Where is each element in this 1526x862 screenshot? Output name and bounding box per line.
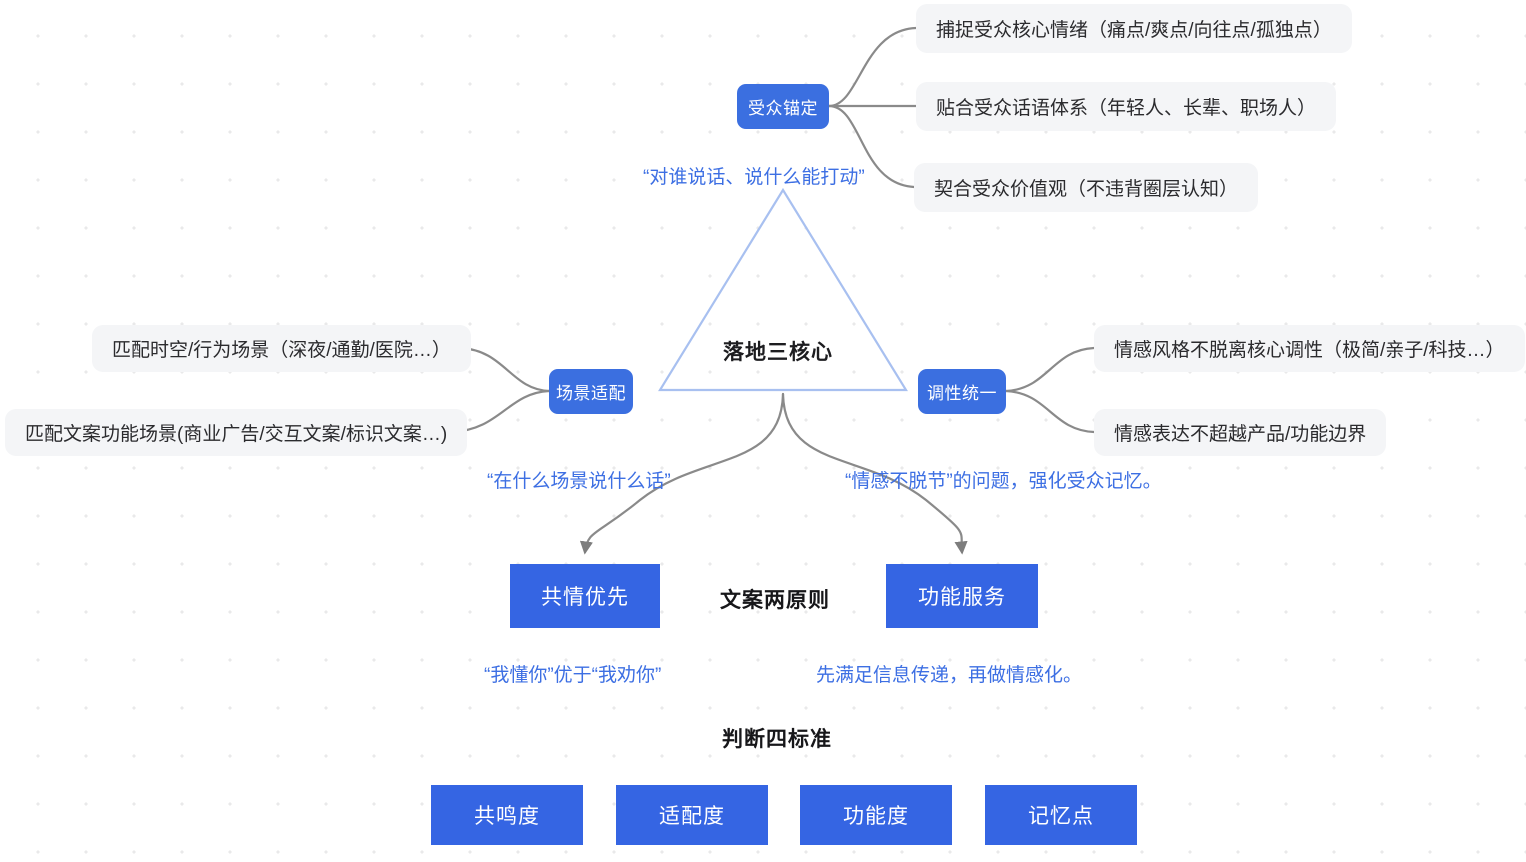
card-tone-1[interactable]: 情感风格不脱离核心调性（极简/亲子/科技…） bbox=[1094, 325, 1525, 372]
principle-box-empathy[interactable]: 共情优先 bbox=[510, 564, 660, 628]
card-scene-1[interactable]: 匹配时空/行为场景（深夜/通勤/医院…） bbox=[92, 325, 471, 372]
node-audience[interactable]: 受众锚定 bbox=[737, 84, 829, 129]
note-audience: “对谁说话、说什么能打动” bbox=[643, 167, 865, 188]
principles-heading: 文案两原则 bbox=[720, 589, 830, 612]
node-scene[interactable]: 场景适配 bbox=[549, 369, 633, 414]
note-scene: “在什么场景说什么话” bbox=[487, 471, 671, 492]
triangle-center-label: 落地三核心 bbox=[723, 341, 833, 364]
card-audience-3[interactable]: 契合受众价值观（不违背圈层认知） bbox=[914, 163, 1259, 212]
node-tone[interactable]: 调性统一 bbox=[918, 369, 1006, 414]
criteria-box-1[interactable]: 共鸣度 bbox=[431, 785, 583, 845]
criteria-box-3[interactable]: 功能度 bbox=[800, 785, 952, 845]
card-audience-1[interactable]: 捕捉受众核心情绪（痛点/爽点/向往点/孤独点） bbox=[916, 4, 1352, 53]
card-tone-2[interactable]: 情感表达不超越产品/功能边界 bbox=[1094, 409, 1387, 456]
criteria-box-2[interactable]: 适配度 bbox=[616, 785, 768, 845]
principle-box-function[interactable]: 功能服务 bbox=[886, 564, 1038, 628]
criteria-box-4[interactable]: 记忆点 bbox=[985, 785, 1137, 845]
note-empathy: “我懂你”优于“我劝你” bbox=[484, 665, 662, 686]
note-tone: “情感不脱节”的问题，强化受众记忆。 bbox=[845, 471, 1162, 492]
criteria-heading: 判断四标准 bbox=[722, 728, 832, 751]
card-audience-2[interactable]: 贴合受众话语体系（年轻人、长辈、职场人） bbox=[916, 82, 1337, 131]
note-function: 先满足信息传递，再做情感化。 bbox=[816, 665, 1083, 686]
card-scene-2[interactable]: 匹配文案功能场景(商业广告/交互文案/标识文案…) bbox=[5, 409, 468, 456]
